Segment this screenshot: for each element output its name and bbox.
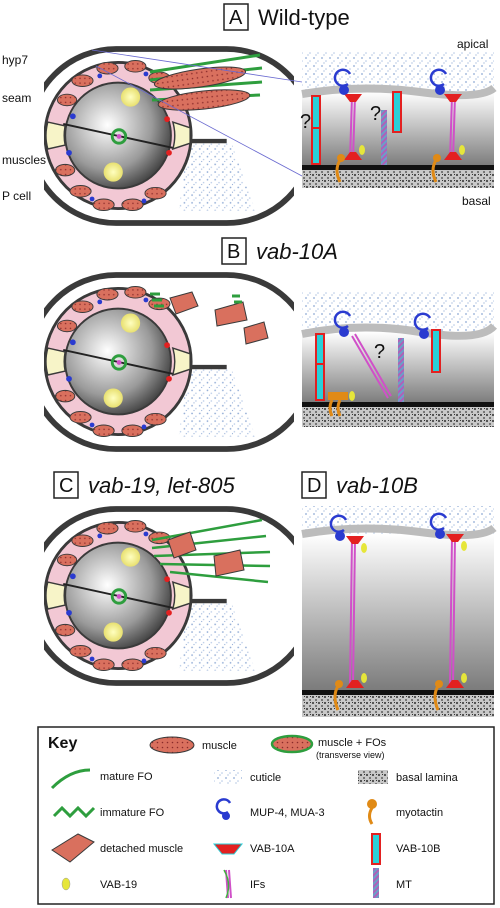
key-muscle-label: muscle <box>202 740 237 752</box>
key-box: Key muscle muscle + FOs (transverse view… <box>37 726 495 905</box>
panel-c-worm-cross-section <box>29 509 314 683</box>
svg-text:vab-19, let-805: vab-19, let-805 <box>88 473 236 498</box>
zoom-line-top <box>91 49 303 83</box>
svg-text:A: A <box>229 7 243 29</box>
panel-b-title: B vab-10A <box>221 237 338 265</box>
key-mature-fo-symbol <box>50 768 91 790</box>
svg-text:B: B <box>227 241 240 263</box>
zoom-line-bottom <box>95 65 303 177</box>
key-vab10b-symbol <box>371 833 381 865</box>
key-muscle-symbol <box>149 736 195 754</box>
key-mature-fo-label: mature FO <box>100 771 153 783</box>
key-immature-fo-label: immature FO <box>100 807 165 819</box>
panel-a-detail <box>301 52 497 188</box>
label-p-cell: P cell <box>2 189 31 203</box>
panel-d-detail <box>301 506 497 717</box>
key-detached-label: detached muscle <box>100 843 183 855</box>
label-hyp7: hyp7 <box>2 53 28 67</box>
svg-text:Wild-type: Wild-type <box>258 5 350 30</box>
key-mt-label: MT <box>396 879 412 891</box>
key-muscle-fos-sub: (transverse view) <box>316 750 385 760</box>
panel-d-title: D vab-10B <box>301 471 418 499</box>
key-immature-fo-symbol <box>52 805 96 819</box>
key-cuticle-label: cuticle <box>250 772 281 784</box>
key-basal-lamina-label: basal lamina <box>396 772 459 784</box>
key-vab19-label: VAB-19 <box>100 879 137 891</box>
panel-c-title: C vab-19, let-805 <box>53 471 236 499</box>
panel-a-fo-bundles <box>149 53 263 111</box>
key-vab10a-label: VAB-10A <box>250 843 295 855</box>
panel-a-title: A Wild-type <box>223 3 350 31</box>
key-vab10a-symbol <box>212 843 244 855</box>
key-muscle-fos-label: muscle + FOs <box>318 737 387 749</box>
panel-b-detached-muscles <box>150 291 269 345</box>
label-muscles: muscles <box>2 153 46 167</box>
label-basal: basal <box>462 194 491 208</box>
question-mark-a2: ? <box>370 103 381 125</box>
svg-text:D: D <box>307 475 321 497</box>
key-cuticle-symbol <box>214 770 242 784</box>
svg-text:vab-10A: vab-10A <box>256 239 338 264</box>
key-basal-lamina-symbol <box>358 770 388 784</box>
question-mark-b: ? <box>374 341 385 363</box>
key-mt-symbol <box>373 868 379 898</box>
key-myotactin-label: myotactin <box>396 807 443 819</box>
key-myotactin-symbol <box>367 799 377 809</box>
key-detached-symbol <box>51 833 95 863</box>
key-mup4-label: MUP-4, MUA-3 <box>250 807 325 819</box>
svg-text:vab-10B: vab-10B <box>336 473 418 498</box>
key-vab19-symbol <box>61 877 71 891</box>
label-seam: seam <box>2 91 31 105</box>
key-vab10b-label: VAB-10B <box>396 843 440 855</box>
key-title: Key <box>48 735 77 752</box>
key-ifs-label: IFs <box>250 879 266 891</box>
svg-text:C: C <box>59 475 73 497</box>
key-muscle-fos-symbol <box>270 734 314 754</box>
label-apical: apical <box>457 37 488 51</box>
panel-c-fo-bundles <box>151 518 271 584</box>
question-mark-a1: ? <box>300 111 311 133</box>
panel-b-detail <box>301 292 498 427</box>
